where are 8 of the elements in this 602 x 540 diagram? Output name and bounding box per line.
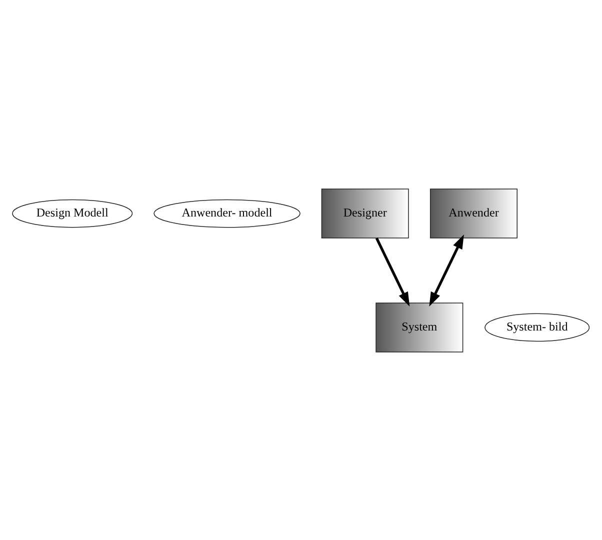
node-box: System <box>376 302 464 352</box>
node-ellipse: Anwender- modell <box>154 198 300 228</box>
node-box: Designer <box>321 188 409 238</box>
arrow <box>429 234 464 306</box>
arrow <box>375 237 410 306</box>
node-ellipse: Design Modell <box>12 198 133 228</box>
node-box: Anwender <box>430 188 518 238</box>
node-ellipse: System- bild <box>484 312 590 342</box>
